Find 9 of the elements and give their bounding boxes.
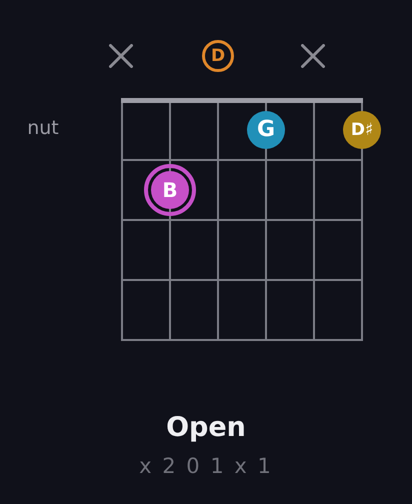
cross-icon — [109, 44, 133, 68]
note-marker: G — [247, 111, 285, 149]
string-label: nut — [26, 117, 60, 140]
chord-fingering: x 2 0 1 x 1 — [138, 454, 274, 480]
root-note-marker: B — [144, 164, 196, 216]
chord-name: Open — [165, 412, 247, 444]
note-marker: D♯ — [343, 111, 381, 149]
cross-icon — [301, 44, 325, 68]
open-string-marker: D — [202, 40, 234, 72]
